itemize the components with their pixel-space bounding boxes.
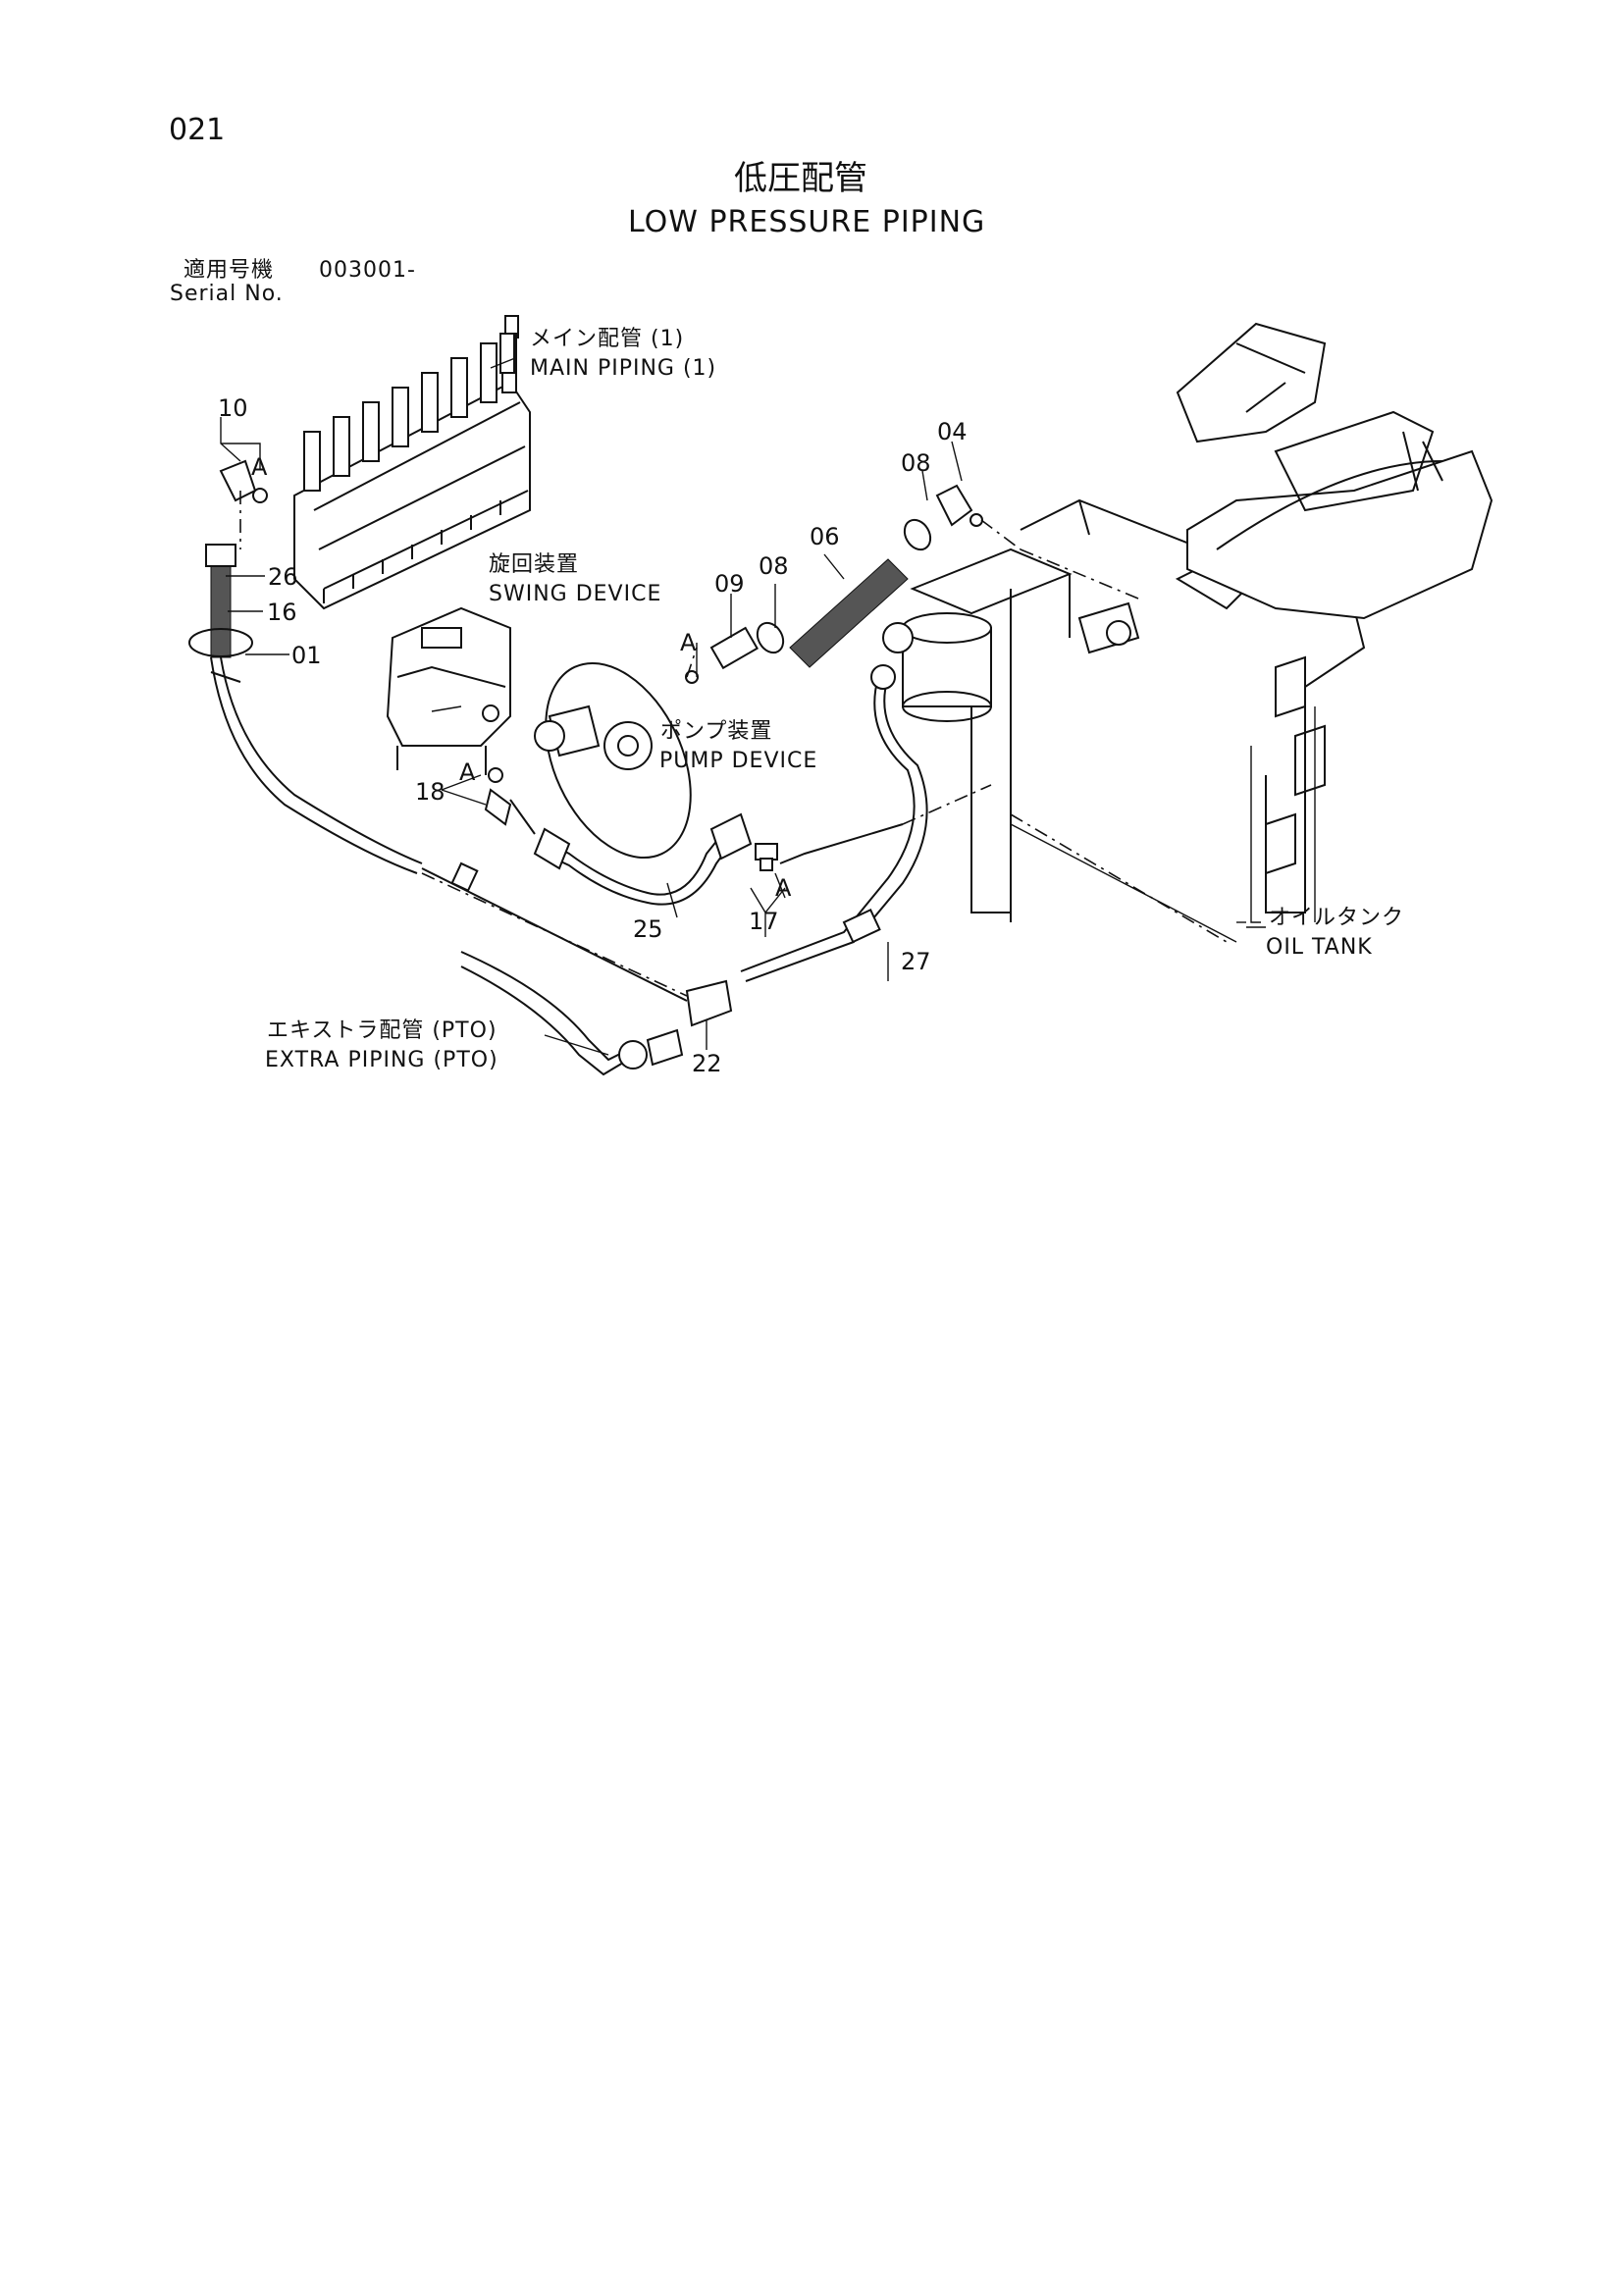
part-number-04: 04 [937,418,968,445]
connection-mark-a-valve: A [251,453,268,481]
connection-mark-a-pump: A [775,874,792,902]
pump-device-label: PUMP DEVICE [659,749,818,773]
extra-piping-label: EXTRA PIPING (PTO) [265,1048,498,1072]
connection-mark-a-swing: A [459,758,476,786]
serial-label-en: Serial No. [170,282,284,306]
leader-lines [220,357,1316,1056]
part-number-10: 10 [218,394,248,422]
reference-lines [239,491,1228,997]
extra-piping-label-jp: エキストラ配管 (PTO) [267,1018,498,1043]
part-number-26: 26 [268,563,298,591]
part-number-08-upper: 08 [901,449,931,477]
part-number-18: 18 [415,778,445,806]
pump-device-label-jp: ポンプ装置 [660,719,773,744]
part-number-22: 22 [692,1050,722,1077]
part-number-17: 17 [749,908,779,935]
page-number: 021 [169,113,226,147]
part-number-16: 16 [267,599,297,626]
part-number-25: 25 [633,915,663,943]
main-piping-label-jp: メイン配管 (1) [530,327,685,351]
machine-body-drawing [1020,322,1493,913]
swing-device-label-jp: 旋回装置 [489,552,580,577]
pump-device-drawing [534,661,692,860]
part-number-01: 01 [291,642,322,669]
oil-tank-drawing [882,548,1140,922]
connection-mark-a-tank: A [680,629,697,656]
part-number-08-lower: 08 [759,552,789,580]
piping-lines [188,459,983,1076]
swing-device-label: SWING DEVICE [489,582,662,606]
oil-tank-label: OIL TANK [1266,935,1373,960]
page-title-jp: 低圧配管 [734,159,867,198]
part-number-06: 06 [810,523,840,550]
swing-device-drawing [386,606,511,775]
page-title: LOW PRESSURE PIPING [628,205,986,239]
part-number-09: 09 [714,570,745,598]
part-number-27: 27 [901,948,931,975]
serial-label-jp: 適用号機 [183,258,275,283]
control-valve-drawing [293,315,531,610]
oil-tank-label-jp: オイルタンク [1269,906,1405,930]
main-piping-label: MAIN PIPING (1) [530,356,717,381]
serial-value: 003001- [319,258,416,283]
